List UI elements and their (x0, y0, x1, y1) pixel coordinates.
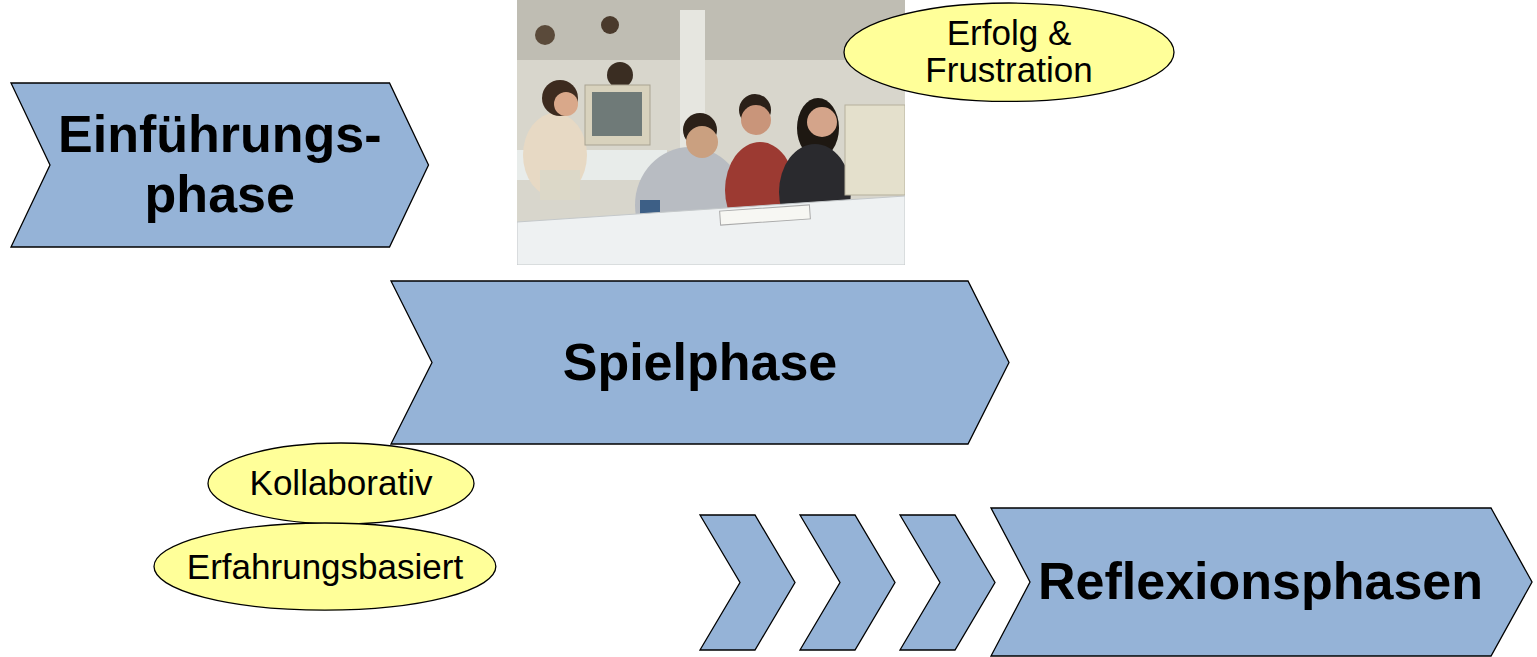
label-ellipse: Erfahrungsbasiert (153, 522, 497, 611)
phase-chevron: Einführungs- phase (10, 82, 430, 248)
photo-face (741, 105, 771, 135)
step-chevron (900, 515, 995, 650)
chevron-outline (11, 83, 429, 247)
step-chevron (700, 515, 795, 650)
ellipse-outline (844, 3, 1174, 101)
chevron-outline (991, 508, 1532, 656)
label-ellipse: Kollaborativ (207, 442, 475, 525)
photo-desk (517, 196, 905, 265)
photo-screen (592, 92, 642, 136)
step-chevrons (700, 515, 995, 650)
step-chevron (800, 515, 895, 650)
photo-face (554, 92, 578, 116)
photo-head (601, 16, 619, 34)
phase-label: Einführungs- phase (50, 105, 390, 225)
photo-head (535, 25, 555, 45)
ellipse-outline (208, 443, 474, 524)
classroom-photo (517, 0, 905, 265)
photo-face (686, 126, 718, 158)
ellipse-label: Erfolg & Frustration (909, 15, 1109, 89)
ellipse-outline (154, 523, 496, 610)
label-ellipse: Erfolg & Frustration (843, 2, 1175, 102)
photo-face (807, 107, 837, 137)
ellipse-label: Kollaborativ (250, 465, 433, 502)
chevron-outline (391, 281, 1009, 444)
phase-chevron: Reflexionsphasen (990, 507, 1533, 657)
phase-chevron: Spielphase (390, 280, 1010, 445)
photo-computer (540, 170, 580, 200)
photo-monitor (585, 85, 650, 145)
phase-label: Reflexionsphasen (1038, 552, 1483, 612)
photo-head (607, 62, 633, 88)
ellipse-label: Erfahrungsbasiert (187, 549, 463, 586)
photo-wall (517, 0, 905, 265)
phase-label: Spielphase (563, 333, 838, 393)
photo-keyboard (720, 205, 811, 225)
photo-hair (542, 80, 578, 116)
photo-monitor (845, 105, 905, 195)
